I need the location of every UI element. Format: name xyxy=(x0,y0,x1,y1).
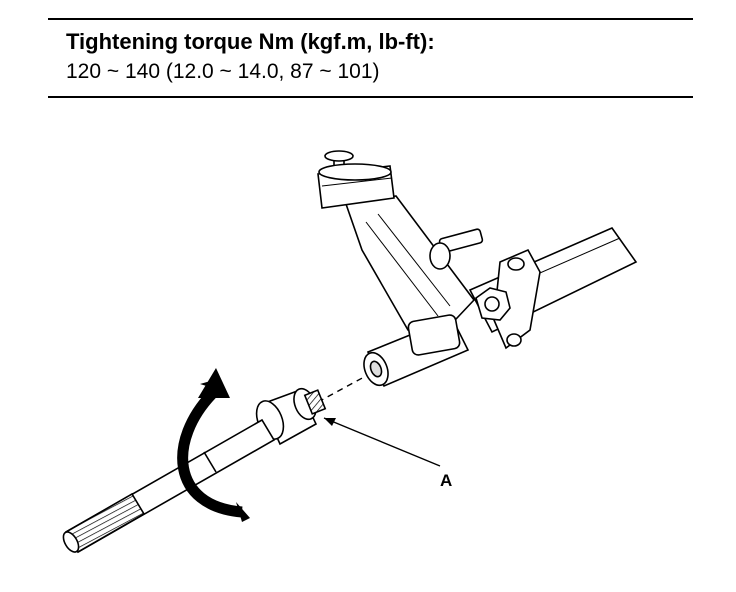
pinion-input-shaft xyxy=(317,150,395,209)
callout-arrowhead xyxy=(324,418,336,426)
torque-spec-value: 120 ~ 140 (12.0 ~ 14.0, 87 ~ 101) xyxy=(66,60,380,83)
tie-rod xyxy=(62,418,276,554)
callout-leader-line xyxy=(323,417,441,467)
hex-adjuster-plug xyxy=(475,287,511,321)
alignment-dashed-line xyxy=(317,375,367,403)
header-top-rule xyxy=(48,18,693,20)
torque-spec-block: Tightening torque Nm (kgf.m, lb-ft): 120… xyxy=(66,27,435,87)
callout-label-a: A xyxy=(440,471,452,490)
header-bottom-rule xyxy=(48,96,693,98)
pinion-housing xyxy=(344,195,476,356)
rotation-arrow-icon xyxy=(177,368,250,522)
mounting-bracket xyxy=(493,248,541,350)
inner-ball-joint xyxy=(255,387,327,446)
valve-bolt xyxy=(429,228,484,270)
torque-spec-title: Tightening torque Nm (kgf.m, lb-ft): xyxy=(66,29,435,54)
